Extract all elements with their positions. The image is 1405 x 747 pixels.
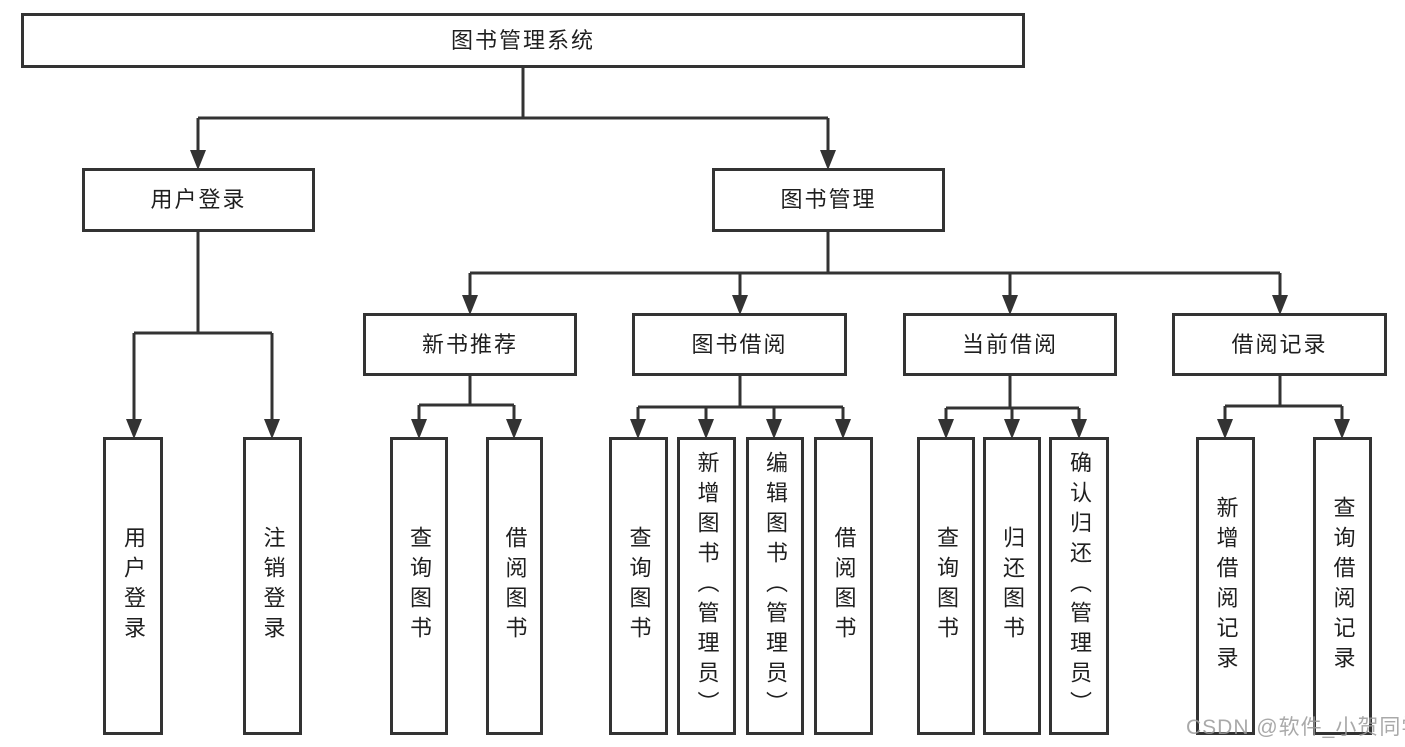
csdn-watermark: CSDN @软件_小贺同学	[1186, 716, 1405, 739]
leaf-borrow-books-borrowing: 借阅图书	[814, 437, 873, 735]
leaf-return-books: 归还图书	[983, 437, 1041, 735]
leaf-add-books-admin: 新增图书（管理员）	[677, 437, 736, 735]
node-current-borrowing: 当前借阅	[903, 313, 1117, 376]
node-user-login: 用户登录	[82, 168, 315, 232]
leaf-query-books-borrowing: 查询图书	[609, 437, 668, 735]
leaf-add-borrow-record: 新增借阅记录	[1196, 437, 1255, 735]
leaf-query-books-current: 查询图书	[917, 437, 975, 735]
leaf-edit-books-admin: 编辑图书（管理员）	[746, 437, 804, 735]
leaf-confirm-return-admin: 确认归还（管理员）	[1049, 437, 1109, 735]
node-new-book-recommend: 新书推荐	[363, 313, 577, 376]
node-book-borrowing: 图书借阅	[632, 313, 847, 376]
leaf-logout: 注销登录	[243, 437, 302, 735]
node-borrowing-records: 借阅记录	[1172, 313, 1387, 376]
leaf-borrow-books-recommend: 借阅图书	[486, 437, 543, 735]
node-root-system: 图书管理系统	[21, 13, 1025, 68]
leaf-query-books-recommend: 查询图书	[390, 437, 448, 735]
leaf-query-borrow-record: 查询借阅记录	[1313, 437, 1372, 735]
leaf-user-login: 用户登录	[103, 437, 163, 735]
node-book-management: 图书管理	[712, 168, 945, 232]
